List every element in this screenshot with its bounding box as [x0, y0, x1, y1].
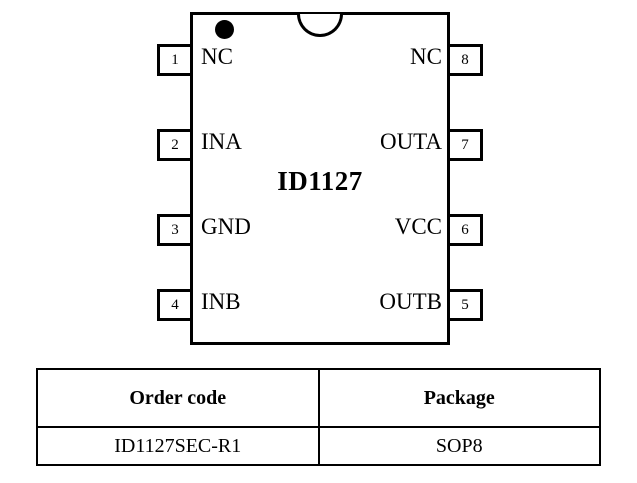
pin-label-ina: INA — [201, 129, 242, 154]
pin-number-4: 4 — [157, 289, 193, 321]
pin-label-outb: OUTB — [379, 289, 442, 314]
pin-label-nc-left: NC — [201, 44, 233, 69]
pin-label-nc-right: NC — [410, 44, 442, 69]
pin-number-6: 6 — [447, 214, 483, 246]
pin1-indicator-dot-icon — [215, 20, 234, 39]
pin-label-gnd: GND — [201, 214, 251, 239]
pin-number-7: 7 — [447, 129, 483, 161]
chip-body-outline — [190, 12, 450, 345]
pin-number-8: 8 — [447, 44, 483, 76]
package-value: SOP8 — [317, 426, 601, 466]
pin-number-5: 5 — [447, 289, 483, 321]
pin-number-3: 3 — [157, 214, 193, 246]
chip-part-number: ID1127 — [277, 166, 363, 196]
table-row: ID1127SEC-R1 SOP8 — [36, 426, 601, 466]
pin-number-1: 1 — [157, 44, 193, 76]
pin-label-vcc: VCC — [394, 214, 442, 239]
order-code-value: ID1127SEC-R1 — [36, 426, 320, 466]
order-info-table: Order code Package ID1127SEC-R1 SOP8 — [36, 368, 601, 466]
table-header-row: Order code Package — [36, 368, 601, 428]
package-header: Package — [317, 368, 601, 428]
order-code-header: Order code — [36, 368, 320, 428]
pin-number-2: 2 — [157, 129, 193, 161]
pin-label-outa: OUTA — [379, 129, 442, 154]
pin-label-inb: INB — [201, 289, 241, 314]
